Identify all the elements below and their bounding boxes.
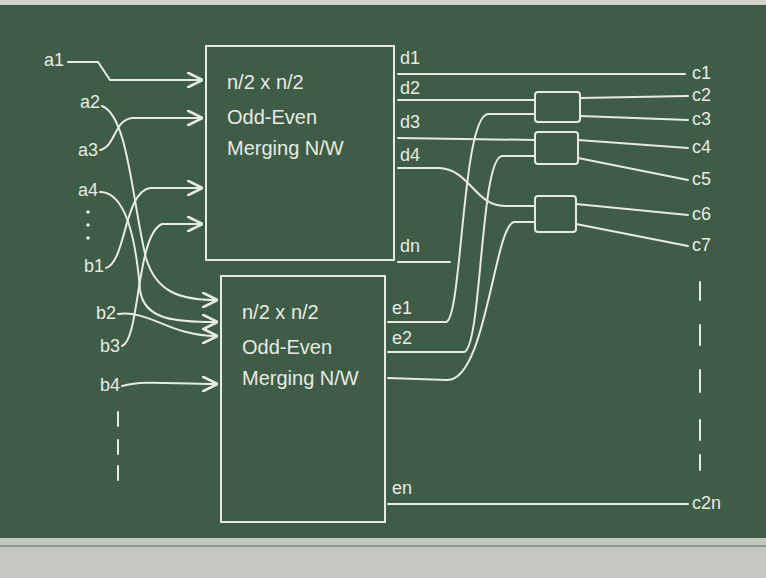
output-label: d1 (400, 48, 420, 69)
input-label: b4 (100, 375, 120, 396)
comparator (535, 132, 578, 164)
merged-wire (580, 96, 688, 98)
merged-wire (580, 116, 688, 120)
output-label: d4 (400, 145, 420, 166)
merged-wire (576, 224, 688, 246)
output-wire (388, 114, 535, 322)
board-top-edge (0, 0, 766, 5)
merged-output-label: c2 (692, 85, 711, 106)
merged-output-label: c1 (692, 63, 711, 84)
comparator (535, 196, 576, 232)
input-label: b3 (100, 336, 120, 357)
input-label: b1 (84, 256, 104, 277)
network-name: Odd-Even Merging N/W (242, 332, 364, 394)
input-wire (122, 383, 216, 386)
output-wire (388, 503, 688, 505)
comparator (535, 92, 580, 122)
input-wire (100, 192, 216, 322)
input-wire (106, 188, 201, 268)
continuation-dashes (117, 412, 119, 480)
merged-wire (576, 204, 688, 215)
merged-output-label: c5 (692, 169, 711, 190)
merging-network-box: n/2 x n/2Odd-Even Merging N/W (220, 275, 386, 523)
output-wire (388, 222, 535, 380)
output-label: d2 (400, 78, 420, 99)
output-label: d3 (400, 112, 420, 133)
continuation-dashes (699, 282, 701, 470)
input-label: b2 (96, 303, 116, 324)
merged-output-label: c3 (692, 109, 711, 130)
output-wire (388, 156, 535, 352)
continuation-dot (86, 210, 90, 214)
input-wire (68, 62, 201, 80)
network-name: Odd-Even Merging N/W (227, 102, 373, 164)
input-label: a4 (78, 180, 98, 201)
output-label: e2 (392, 328, 412, 349)
merged-output-label: c4 (692, 137, 711, 158)
input-wire (122, 224, 201, 346)
input-label: a1 (44, 50, 64, 71)
output-label: dn (400, 236, 420, 257)
network-size: n/2 x n/2 (242, 297, 364, 328)
tray-edge (0, 545, 766, 547)
continuation-dot (86, 236, 90, 240)
output-label: e1 (392, 298, 412, 319)
network-size: n/2 x n/2 (227, 67, 373, 98)
merging-network-box: n/2 x n/2Odd-Even Merging N/W (205, 45, 395, 261)
merged-output-label: c7 (692, 235, 711, 256)
output-wire (398, 261, 450, 263)
merged-wire (578, 158, 688, 180)
input-label: a3 (78, 140, 98, 161)
input-wire (100, 118, 201, 150)
merged-wire (578, 140, 688, 148)
merged-output-label: c6 (692, 204, 711, 225)
output-wire (398, 73, 685, 75)
output-wire (398, 99, 535, 101)
continuation-dot (86, 223, 90, 227)
chalk-tray (0, 538, 766, 578)
input-label: a2 (80, 92, 100, 113)
merged-output-label: c2n (692, 493, 721, 514)
output-wire (398, 138, 535, 140)
output-label: en (392, 478, 412, 499)
